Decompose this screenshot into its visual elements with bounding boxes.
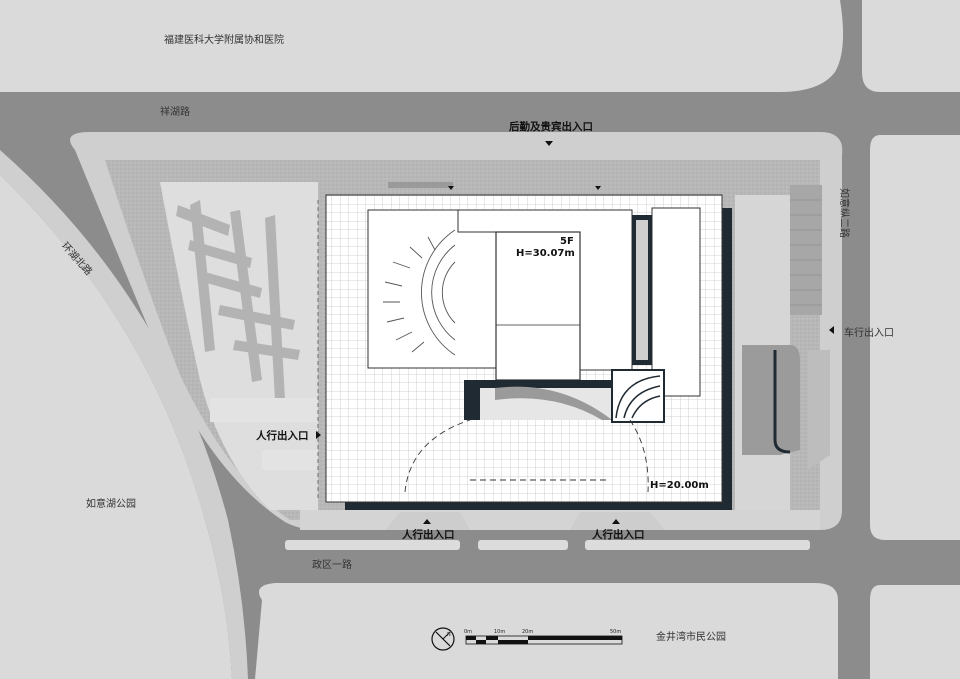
label-podium-height: H=20.00m [650,480,709,491]
block-bottom [255,583,838,679]
building-shadow-east [720,208,732,520]
east-wing [651,207,701,397]
block-park-left [0,175,232,679]
theater-seating [383,229,456,356]
arrow-up-icon [612,519,620,524]
label-pedestrian-west: 人行出入口 [256,430,309,442]
west-planters [176,200,300,400]
label-hospital: 福建医科大学附属协和医院 [164,35,284,46]
label-road-ruyi-2: 如意纵二路 [838,188,849,238]
arrow-down-icon [448,186,454,190]
island-1 [285,540,460,550]
east-ramp [742,345,800,455]
label-road-zhengqu-1: 政区一路 [312,560,352,571]
top-bollards [388,182,453,188]
west-walkway-2 [262,450,318,470]
canopy-outline [404,419,471,493]
top-median [540,135,560,143]
label-logistics-entrance: 后勤及贵宾出入口 [509,121,593,133]
scale-bar-graphic [465,635,623,645]
east-ramp-curb [773,350,791,454]
island-2 [478,540,568,550]
scale-tick-0: 0m [464,629,473,635]
block-hospital [0,0,844,92]
label-pedestrian-south-2: 人行出入口 [592,529,645,541]
label-vehicle-entrance: 车行出入口 [844,328,894,339]
arrow-down-icon [595,186,601,190]
block-top-right [862,0,960,92]
scale-tick-10: 10m [494,629,506,635]
label-road-xianghu: 祥湖路 [160,107,190,118]
stair-arcs [615,375,661,419]
scale-tick-20: 20m [522,629,534,635]
label-park-ruyi-lake: 如意湖公园 [86,499,136,510]
west-walkway [210,398,318,422]
east-parking [790,185,822,315]
label-pedestrian-south-1: 人行出入口 [402,529,455,541]
atrium-curve [495,386,612,420]
arrow-down-icon [545,141,553,146]
island-3 [585,540,810,550]
label-tower-floors: 5F [560,236,574,247]
arrow-right-icon [316,431,321,439]
east-wing-slot [636,220,648,360]
north-arrow-label: N [447,632,451,638]
south-plaza [300,510,820,530]
arrow-left-icon [829,326,834,334]
tower-5f [495,231,581,381]
label-tower-height: H=30.07m [516,248,575,259]
arrow-up-icon [423,519,431,524]
north-arrow-graphic [431,627,455,651]
label-park-jinjingwan: 金井湾市民公园 [656,632,726,643]
block-right-mid [870,135,960,540]
parking-stalls [790,199,822,306]
east-ramp-2 [808,350,830,470]
scale-tick-50: 50m [610,629,622,635]
block-bottom-right [870,585,960,679]
